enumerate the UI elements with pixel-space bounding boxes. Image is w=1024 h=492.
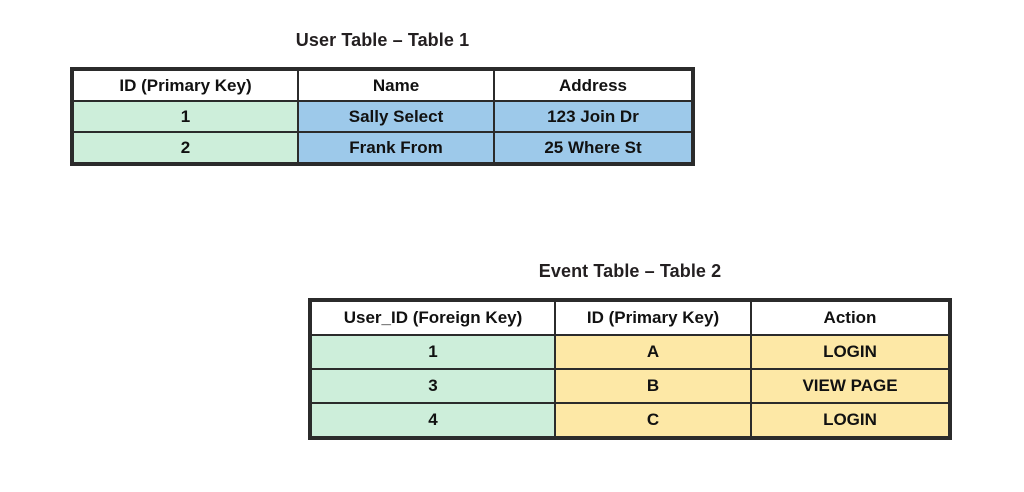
cell-id: 1	[73, 101, 298, 132]
event-table-title: Event Table – Table 2	[538, 261, 722, 281]
table-row: 1 A LOGIN	[311, 335, 949, 369]
event-table: User_ID (Foreign Key) ID (Primary Key) A…	[308, 298, 952, 440]
table-header-row: User_ID (Foreign Key) ID (Primary Key) A…	[311, 301, 949, 335]
column-header-name: Name	[298, 70, 494, 101]
cell-action: VIEW PAGE	[751, 369, 949, 403]
table-row: 4 C LOGIN	[311, 403, 949, 437]
cell-id: C	[555, 403, 751, 437]
table-header-row: ID (Primary Key) Name Address	[73, 70, 692, 101]
column-header-id: ID (Primary Key)	[555, 301, 751, 335]
cell-user-id: 4	[311, 403, 555, 437]
cell-address: 25 Where St	[494, 132, 692, 163]
cell-user-id: 3	[311, 369, 555, 403]
column-header-id: ID (Primary Key)	[73, 70, 298, 101]
cell-user-id: 1	[311, 335, 555, 369]
cell-name: Frank From	[298, 132, 494, 163]
cell-action: LOGIN	[751, 335, 949, 369]
user-table: ID (Primary Key) Name Address 1 Sally Se…	[70, 67, 695, 166]
user-table-block: User Table – Table 1 ID (Primary Key) Na…	[70, 30, 695, 166]
table-row: 1 Sally Select 123 Join Dr	[73, 101, 692, 132]
user-table-title: User Table – Table 1	[295, 30, 470, 50]
cell-name: Sally Select	[298, 101, 494, 132]
table-row: 2 Frank From 25 Where St	[73, 132, 692, 163]
cell-action: LOGIN	[751, 403, 949, 437]
event-table-block: Event Table – Table 2 User_ID (Foreign K…	[308, 261, 952, 440]
column-header-user-id: User_ID (Foreign Key)	[311, 301, 555, 335]
cell-id: A	[555, 335, 751, 369]
cell-id: 2	[73, 132, 298, 163]
column-header-address: Address	[494, 70, 692, 101]
cell-address: 123 Join Dr	[494, 101, 692, 132]
cell-id: B	[555, 369, 751, 403]
table-row: 3 B VIEW PAGE	[311, 369, 949, 403]
column-header-action: Action	[751, 301, 949, 335]
